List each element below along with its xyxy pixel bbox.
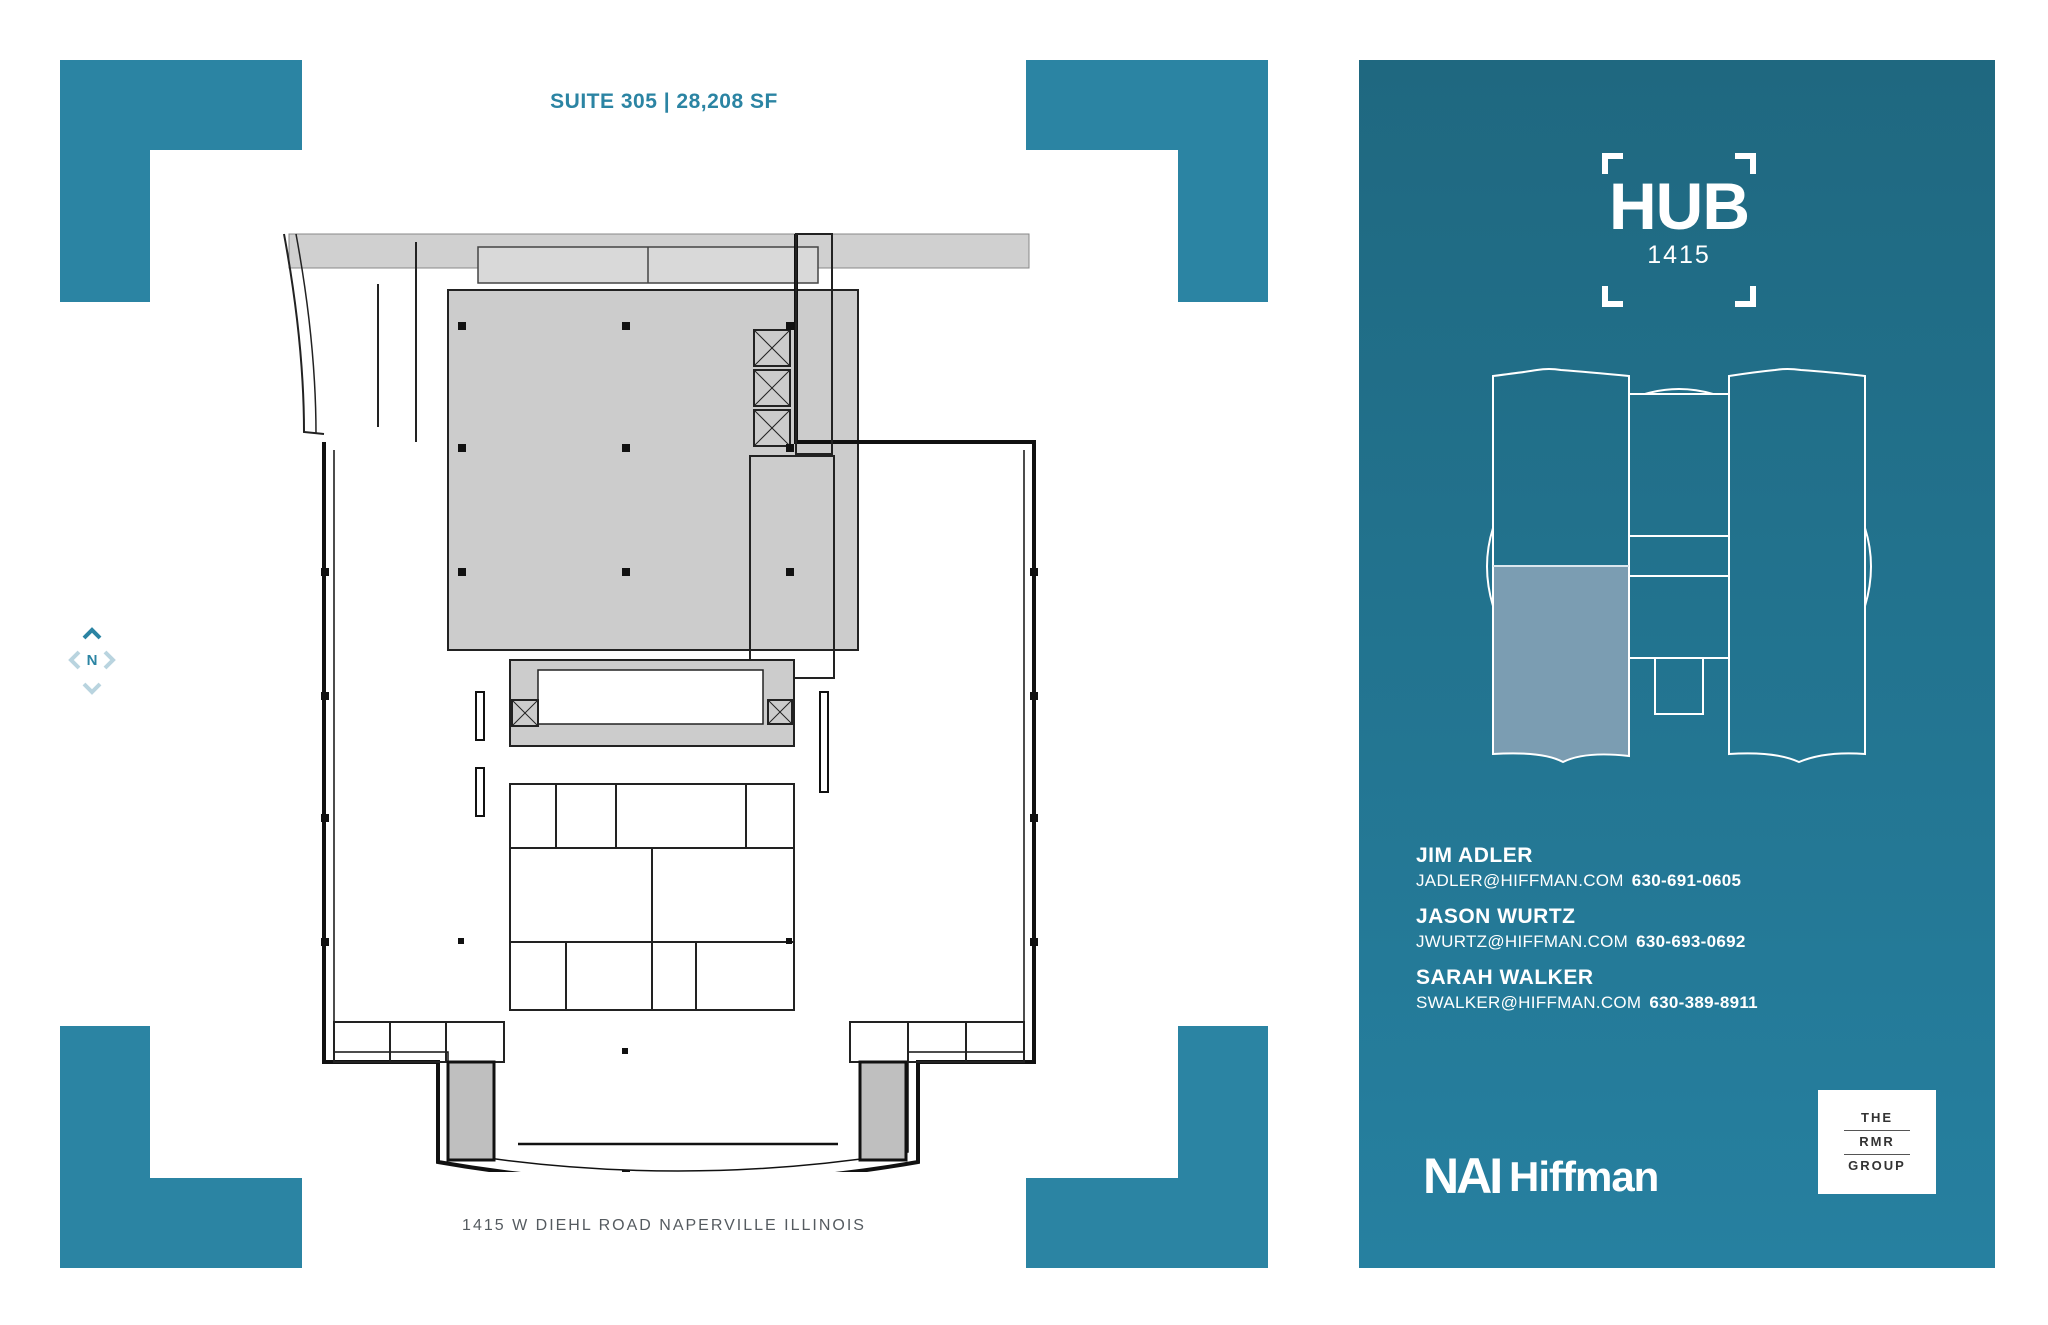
compass-arrows-icon	[68, 627, 116, 695]
contact-card: JASON WURTZ JWURTZ@HIFFMAN.COM 630-693-06…	[1416, 903, 1758, 953]
suite-title: SUITE 305 | 28,208 SF	[550, 90, 778, 113]
compass: N	[68, 626, 116, 700]
compass-north-label: N	[86, 652, 98, 669]
contact-email-link[interactable]: SWALKER@HIFFMAN.COM	[1416, 993, 1642, 1012]
floor-plan-drawing	[283, 233, 1038, 1172]
logo-hub-text: HUB	[1609, 169, 1750, 243]
building-address: 1415 W DIEHL ROAD NAPERVILLE ILLINOIS	[462, 1217, 866, 1234]
contact-card: JIM ADLER JADLER@HIFFMAN.COM 630-691-0605	[1416, 842, 1758, 892]
contact-email-link[interactable]: JADLER@HIFFMAN.COM	[1416, 871, 1624, 890]
rmr-divider	[1844, 1130, 1910, 1131]
hub-logo: HUB 1415	[1602, 153, 1756, 307]
contact-phone[interactable]: 630-691-0605	[1631, 871, 1742, 890]
corner-bracket-bottom-left	[60, 1026, 302, 1268]
contact-phone[interactable]: 630-693-0692	[1636, 932, 1746, 951]
corner-bracket-bottom-right	[1026, 1026, 1268, 1268]
info-panel: HUB 1415 JIM ADLER JADLER@HI	[1359, 60, 1995, 1268]
rmr-logo-line3: GROUP	[1848, 1158, 1906, 1173]
contact-name: JASON WURTZ	[1416, 905, 1576, 928]
logo-number-text: 1415	[1647, 241, 1711, 269]
brand-hiffman-text: Hiffman	[1509, 1153, 1659, 1200]
corner-bracket-top-right	[1026, 60, 1268, 302]
contact-card: SARAH WALKER SWALKER@HIFFMAN.COM 630-389-…	[1416, 964, 1758, 1014]
corner-bracket-top-left	[60, 60, 302, 302]
nai-hiffman-logo: NAI Hiffman	[1423, 1148, 1683, 1204]
rmr-logo-line1: THE	[1861, 1110, 1893, 1125]
building-key-plan	[1486, 368, 1872, 764]
rmr-group-logo: THE RMR GROUP	[1818, 1090, 1936, 1194]
contact-phone[interactable]: 630-389-8911	[1649, 993, 1758, 1012]
bracket-frame-icon	[1602, 153, 1756, 307]
contact-list: JIM ADLER JADLER@HIFFMAN.COM 630-691-0605…	[1416, 842, 1758, 1025]
brand-nai-text: NAI	[1423, 1148, 1503, 1204]
rmr-divider	[1844, 1154, 1910, 1155]
contact-email-link[interactable]: JWURTZ@HIFFMAN.COM	[1416, 932, 1629, 951]
floorplan-sheet: SUITE 305 | 28,208 SF N	[60, 60, 1268, 1268]
contact-name: SARAH WALKER	[1416, 966, 1594, 989]
rmr-logo-line2: RMR	[1859, 1134, 1895, 1149]
contact-name: JIM ADLER	[1416, 844, 1533, 867]
